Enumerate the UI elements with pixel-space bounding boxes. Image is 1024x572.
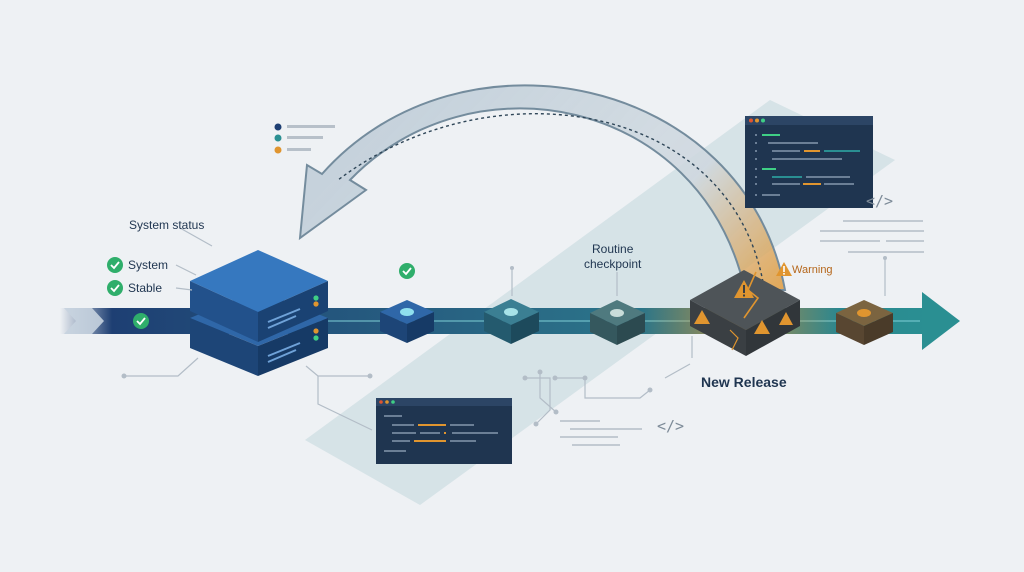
routine-checkpoint-label: Routine checkpoint [584,242,641,272]
legend-list [274,123,335,154]
checkpoint-node [380,300,434,343]
checkpoint-node [484,299,539,344]
warning-icon [776,262,792,276]
text-lines [560,220,924,446]
check-icon [107,280,123,296]
checkpoint-node [590,300,645,345]
system-status-title: System status [129,218,205,232]
connector-dots [121,256,887,427]
check-icon [133,313,149,329]
code-tag-icon: </> [866,192,894,210]
code-window [376,398,512,464]
connector-lines [124,227,886,431]
new-release-label: New Release [701,374,787,390]
code-tag-icon: </> [657,417,685,435]
status-line-system: System [128,258,169,272]
code-window [745,116,873,208]
routine-checkpoint-line1: Routine [592,242,634,256]
routine-checkpoint-line2: checkpoint [584,257,642,271]
server-stack [190,250,328,376]
check-icon [399,263,415,279]
warning-label: Warning [792,264,833,276]
check-icon [107,257,123,273]
release-block [690,270,800,356]
status-line-stable: Stable [128,281,163,295]
checkpoint-node [836,300,893,345]
rollback-arc [298,84,787,291]
